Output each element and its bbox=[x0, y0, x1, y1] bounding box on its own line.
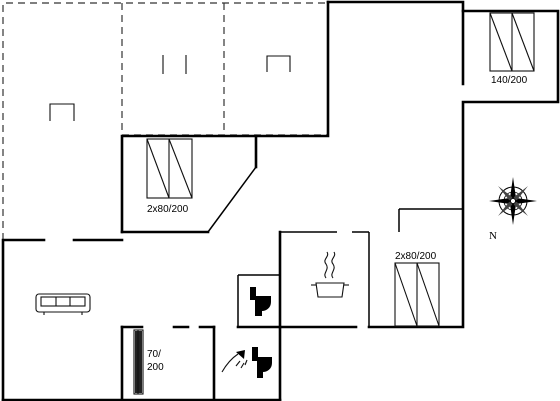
toilet-icon bbox=[252, 347, 272, 378]
bed-bottom bbox=[133, 329, 144, 395]
terrace-seat-right bbox=[266, 55, 291, 72]
terrace-seat-middle bbox=[162, 55, 187, 74]
shower-icon bbox=[221, 350, 248, 373]
bed-bottom-label-line2: 200 bbox=[147, 362, 164, 373]
terrace-seat-left bbox=[49, 103, 75, 121]
bed-top-right bbox=[489, 12, 535, 72]
bed-right-label: 2x80/200 bbox=[395, 251, 437, 262]
partitions bbox=[207, 166, 463, 327]
toilet-icon bbox=[250, 287, 271, 316]
sofa-icon bbox=[35, 293, 91, 315]
compass-north-label: N bbox=[489, 230, 497, 242]
bed-upper-left-label: 2x80/200 bbox=[147, 204, 189, 215]
bed-top-right-label: 140/200 bbox=[491, 75, 528, 86]
bed-upper-left bbox=[146, 138, 193, 199]
bed-bottom-label-line1: 70/ bbox=[147, 349, 161, 360]
cooking-pot-icon bbox=[311, 251, 349, 298]
bed-right bbox=[394, 262, 440, 327]
compass-rose-icon bbox=[489, 177, 537, 225]
